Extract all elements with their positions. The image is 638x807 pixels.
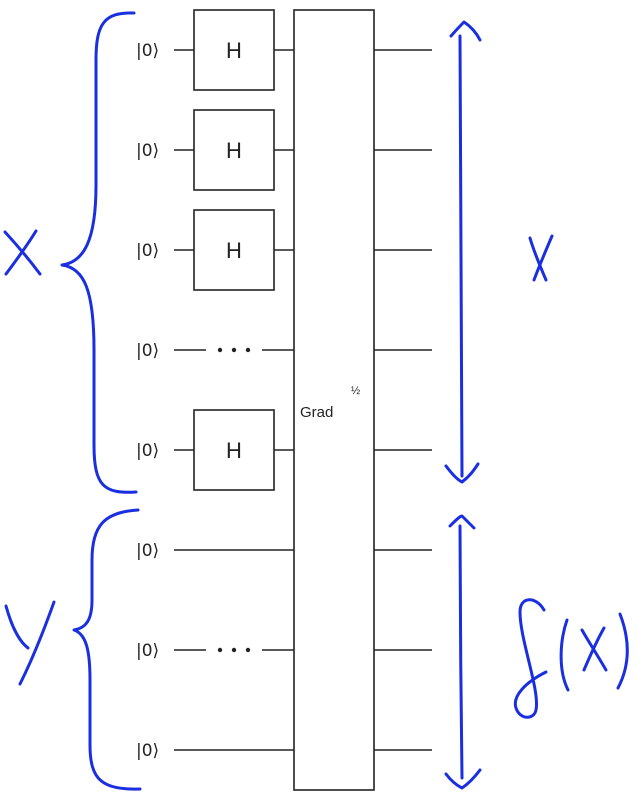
handwritten-x-right (528, 234, 554, 282)
row-y-0-ket-label: |0⟩ (136, 541, 159, 561)
handwritten-annotations (3, 11, 629, 791)
row-x-0-hadamard-box (193, 9, 275, 91)
row-x-1-hadamard-label: H (226, 138, 242, 163)
row-x-2-hadamard-box (193, 209, 275, 291)
left-brace-x (60, 11, 138, 494)
row-x-4-hadamard-box (193, 409, 275, 491)
grad-gate-superscript: ½ (351, 385, 360, 397)
left-brace-y (72, 508, 142, 791)
row-x-0-ket-label: |0⟩ (136, 41, 159, 61)
row-y-1-ellipsis-dot-1 (231, 647, 237, 653)
row-y-2-ket-label: |0⟩ (136, 741, 159, 761)
right-arrow-x (444, 20, 482, 484)
grad-gate-label: Grad (300, 404, 333, 421)
row-x-3-ellipsis-dot-1 (231, 347, 237, 353)
row-x-1-ket-label: |0⟩ (136, 141, 159, 161)
row-x-1-hadamard-box (193, 109, 275, 191)
row-x-3-ellipsis-dot-0 (217, 347, 223, 353)
row-x-0-hadamard-label: H (226, 38, 242, 63)
handwritten-y-left (4, 600, 56, 686)
right-arrow-fx (444, 514, 482, 790)
row-y-1-ellipsis-dot-2 (245, 647, 251, 653)
handwritten-fx (513, 598, 629, 719)
row-x-4-hadamard-label: H (226, 438, 242, 463)
gates: |0⟩ H |0⟩ H |0⟩ H |0⟩ |0⟩ H |0⟩ |0⟩ |0⟩ (136, 9, 275, 761)
grad-gate: Grad ½ (293, 9, 375, 791)
row-x-3-ket-label: |0⟩ (136, 341, 159, 361)
handwritten-x-left (3, 229, 42, 276)
grad-gate-box (293, 9, 375, 791)
row-x-4-ket-label: |0⟩ (136, 441, 159, 461)
row-y-1-ket-label: |0⟩ (136, 641, 159, 661)
row-x-3-ellipsis-dot-2 (245, 347, 251, 353)
row-x-2-hadamard-label: H (226, 238, 242, 263)
wires (174, 49, 432, 751)
row-y-1-ellipsis-dot-0 (217, 647, 223, 653)
row-x-2-ket-label: |0⟩ (136, 241, 159, 261)
